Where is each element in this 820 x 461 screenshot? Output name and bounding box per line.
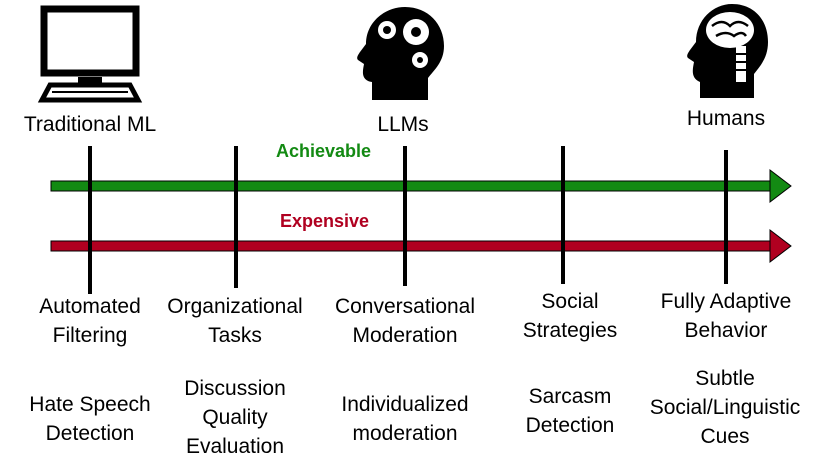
task-organizational-tasks: Organizational Tasks	[167, 295, 303, 347]
head-with-brain-icon	[687, 4, 768, 98]
achievable-arrow	[50, 168, 792, 204]
task-automated-filtering: Automated Filtering	[39, 295, 141, 347]
header-humans: Humans	[686, 107, 766, 130]
header-llms: LLMs	[377, 113, 429, 136]
task-fully-adaptive-behavior: Fully Adaptive Behavior	[660, 290, 792, 342]
computer-monitor-icon	[37, 5, 143, 103]
example-discussion-quality-evaluation: Discussion Quality Evaluation	[184, 377, 286, 458]
example-subtle-social-linguistic-cues: Subtle Social/Linguistic Cues	[649, 367, 801, 448]
expensive-arrow	[50, 228, 792, 264]
achievable-label: Achievable	[276, 141, 372, 161]
head-with-gears-icon	[357, 7, 444, 100]
example-sarcasm-detection: Sarcasm Detection	[525, 385, 615, 437]
expensive-label: Expensive	[280, 211, 370, 231]
task-conversational-moderation: Conversational Moderation	[334, 295, 476, 347]
example-hate-speech-detection: Hate Speech Detection	[29, 393, 151, 445]
task-social-strategies: Social Strategies	[522, 290, 618, 342]
example-individualized-moderation: Individualized moderation	[341, 393, 469, 445]
header-traditional-ml: Traditional ML	[23, 113, 157, 136]
